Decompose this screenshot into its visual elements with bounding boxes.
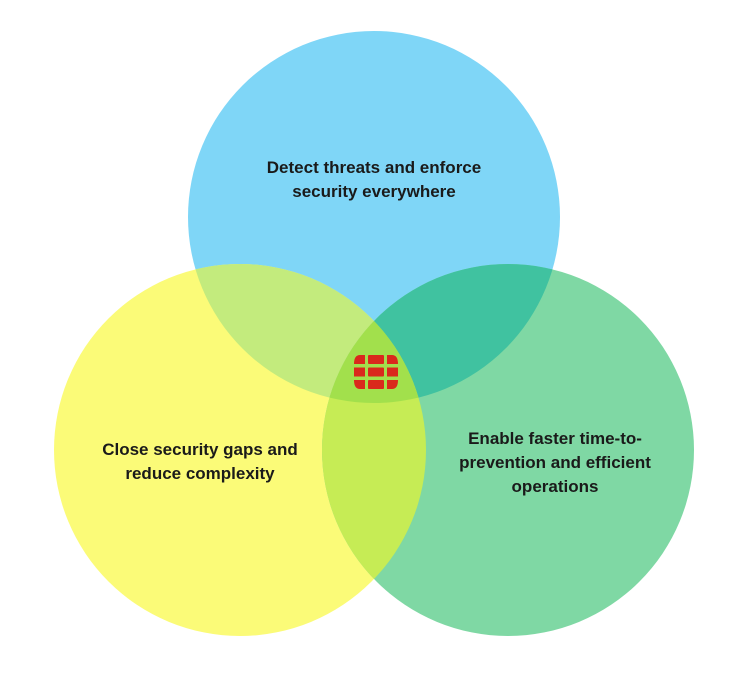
overlap-top-left — [188, 264, 426, 403]
set-label-right-line-1: Enable faster time-to- — [468, 429, 642, 448]
overlap-top-right — [322, 264, 560, 403]
set-label-left: Close security gaps and reduce complexit… — [70, 438, 330, 486]
set-label-top-line-1: Detect threats and enforce — [266, 158, 482, 177]
set-label-top-line-2: security everywhere — [292, 182, 456, 201]
fortinet-logo-icon — [354, 355, 398, 389]
set-label-top: Detect threats and enforce security ever… — [224, 156, 524, 204]
set-label-left-line-1: Close security gaps and — [102, 440, 298, 459]
set-label-left-line-2: reduce complexity — [125, 464, 275, 483]
set-label-right: Enable faster time-to- prevention and ef… — [420, 427, 690, 499]
set-label-right-line-2: prevention and efficient — [459, 453, 651, 472]
set-label-right-line-3: operations — [511, 477, 599, 496]
